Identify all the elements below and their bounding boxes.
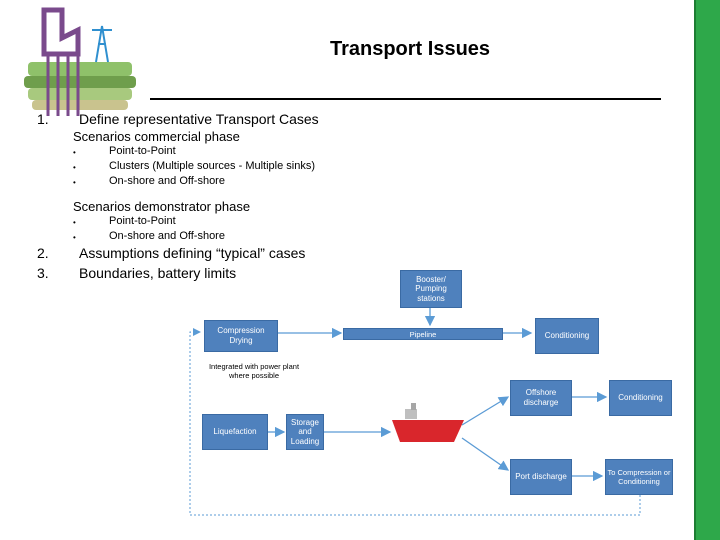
pipeline-box: Pipeline [343,328,503,340]
demonstrator-bullet-2: On-shore and Off-shore [109,230,225,242]
bullet-dot: • [73,148,76,157]
bullet-dot: • [73,178,76,187]
commercial-bullet-1: Point-to-Point [109,145,176,157]
item-2-number: 2. [37,245,49,261]
to-compression-box: To Compression or Conditioning [605,459,673,495]
item-1-number: 1. [37,111,49,127]
integration-note: Integrated with power plant where possib… [208,362,300,381]
item-3-text: Boundaries, battery limits [79,265,237,281]
demonstrator-heading: Scenarios demonstrator phase [73,199,251,214]
item-1-text: Define representative Transport Cases [79,111,319,127]
bullet-dot: • [73,233,76,242]
compression-drying-box: Compression Drying [204,320,278,352]
offshore-discharge-box: Offshore discharge [510,380,572,416]
item-3-number: 3. [37,265,49,281]
liquefaction-box: Liquefaction [202,414,268,450]
storage-loading-box: Storage and Loading [286,414,324,450]
commercial-heading: Scenarios commercial phase [73,129,240,144]
demonstrator-bullet-1: Point-to-Point [109,215,176,227]
commercial-bullet-3: On-shore and Off-shore [109,175,225,187]
slide-title: Transport Issues [329,38,491,60]
conditioning-top-box: Conditioning [535,318,599,354]
commercial-bullet-2: Clusters (Multiple sources - Multiple si… [109,160,315,172]
title-rule [150,98,661,100]
booster-pumping-box: Booster/ Pumping stations [400,270,462,308]
accent-side-bar [694,0,720,540]
bullet-dot: • [73,218,76,227]
item-2-text: Assumptions defining “typical” cases [79,245,306,261]
bullet-dot: • [73,163,76,172]
port-discharge-box: Port discharge [510,459,572,495]
power-plant-pipeline-logo [24,7,136,116]
conditioning-mid-box: Conditioning [609,380,672,416]
ship-icon [392,403,464,442]
